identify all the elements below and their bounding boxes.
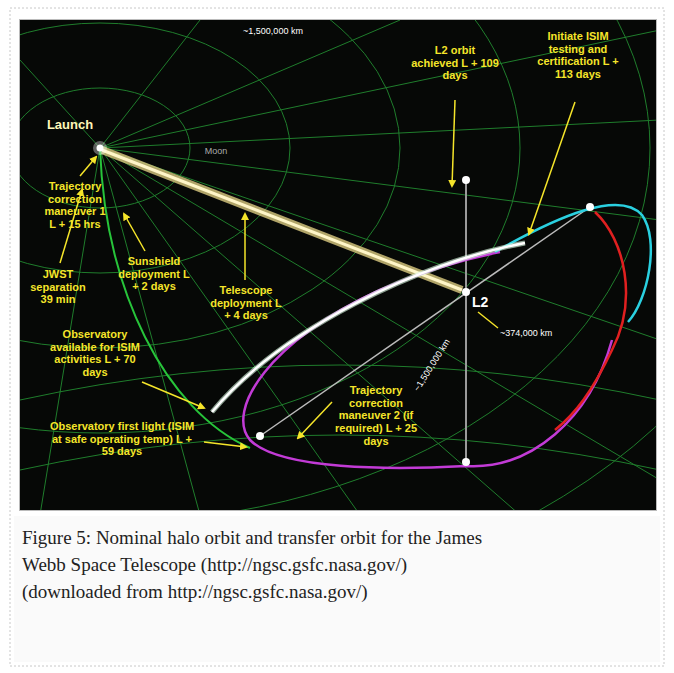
distance-label: ~374,000 km <box>500 328 580 338</box>
milestone-label: JWST separation 39 min <box>26 268 90 306</box>
launch-label: Launch <box>38 118 102 133</box>
figure-caption: Figure 5: Nominal halo orbit and transfe… <box>22 524 484 605</box>
milestone-label: Sunshield deployment L + 2 days <box>114 255 194 293</box>
leader-lines <box>60 100 575 447</box>
figure-border <box>10 8 664 666</box>
trajectories <box>93 141 651 468</box>
milestone-label: Initiate ISIM testing and certification … <box>530 30 626 81</box>
milestone-label: Observatory available for ISIM activitie… <box>48 328 142 379</box>
milestone-label: Observatory first light (ISIM at safe op… <box>46 420 198 458</box>
caption-ground <box>14 516 660 662</box>
milestone-label: Trajectory correction maneuver 1 L + 15 … <box>40 180 110 231</box>
distance-label: ~1,500,000 km <box>228 26 318 36</box>
milestone-label: Telescope deployment L + 4 days <box>206 284 286 322</box>
image-panel <box>20 20 657 511</box>
milestone-label: L2 orbit achieved L + 109 days <box>410 44 500 82</box>
moon-label: Moon <box>196 146 236 156</box>
space-grid <box>20 20 656 510</box>
l2-label: L2 <box>472 294 502 310</box>
milestone-label: Trajectory correction maneuver 2 (if req… <box>334 384 418 447</box>
